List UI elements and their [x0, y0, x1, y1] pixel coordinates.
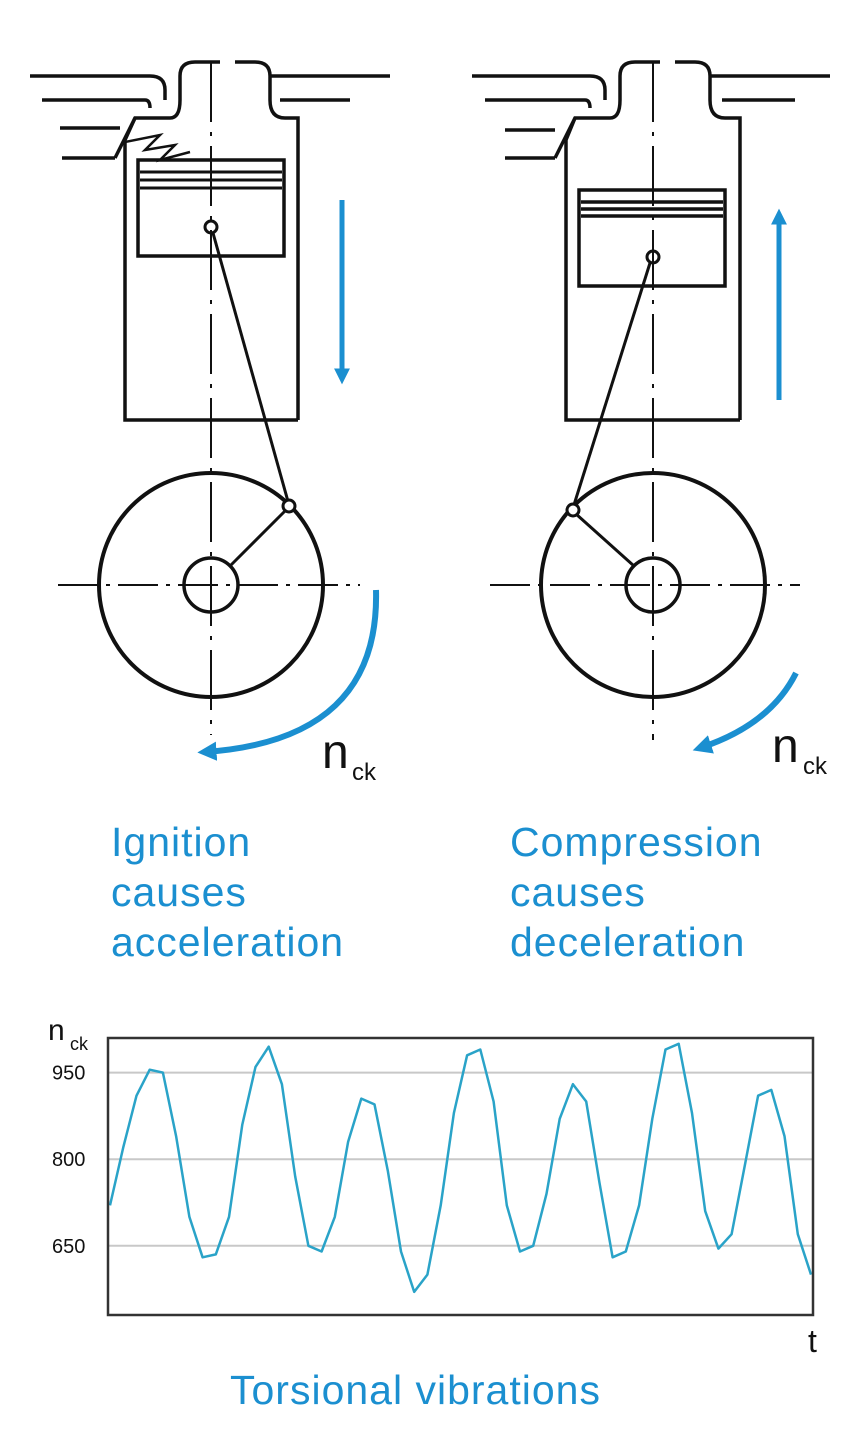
left-connecting-rod	[211, 232, 291, 506]
y-tick-label: 950	[52, 1063, 85, 1085]
right-rotation-arrow	[692, 671, 799, 754]
left-crank-arm	[228, 508, 288, 568]
right-caption-line-2: causes	[510, 869, 646, 915]
left-caption-line-1: Ignition	[111, 819, 251, 865]
left-rotation-arrow	[197, 589, 380, 761]
right-caption-line-3: deceleration	[510, 919, 745, 965]
plot-frame	[106, 1036, 815, 1317]
right-speed-subscript: ck	[803, 753, 828, 780]
left-engine-diagram	[30, 60, 390, 735]
right-cylinder-head	[472, 60, 830, 422]
chart-title: Torsional vibrations	[230, 1367, 601, 1413]
y-axis-symbol: n	[48, 1014, 65, 1047]
left-speed-subscript: ck	[352, 759, 377, 786]
x-axis-label: t	[808, 1323, 817, 1359]
right-speed-symbol: n	[772, 720, 799, 773]
right-engine-diagram	[472, 60, 830, 740]
right-crank-arm	[574, 512, 636, 568]
left-speed-symbol: n	[322, 726, 349, 779]
y-tick-label: 650	[52, 1236, 85, 1258]
y-axis-subscript: ck	[70, 1034, 89, 1054]
series-line	[108, 1042, 813, 1294]
right-connecting-rod	[571, 262, 652, 509]
torsional-vibration-chart: n ck 950 800 650 t Torsional vibrations	[48, 1014, 817, 1413]
right-caption-line-1: Compression	[510, 819, 763, 865]
left-caption-line-3: acceleration	[111, 919, 344, 965]
left-caption-line-2: causes	[111, 869, 247, 915]
spark-icon	[124, 132, 191, 163]
y-tick-label: 800	[52, 1149, 85, 1171]
